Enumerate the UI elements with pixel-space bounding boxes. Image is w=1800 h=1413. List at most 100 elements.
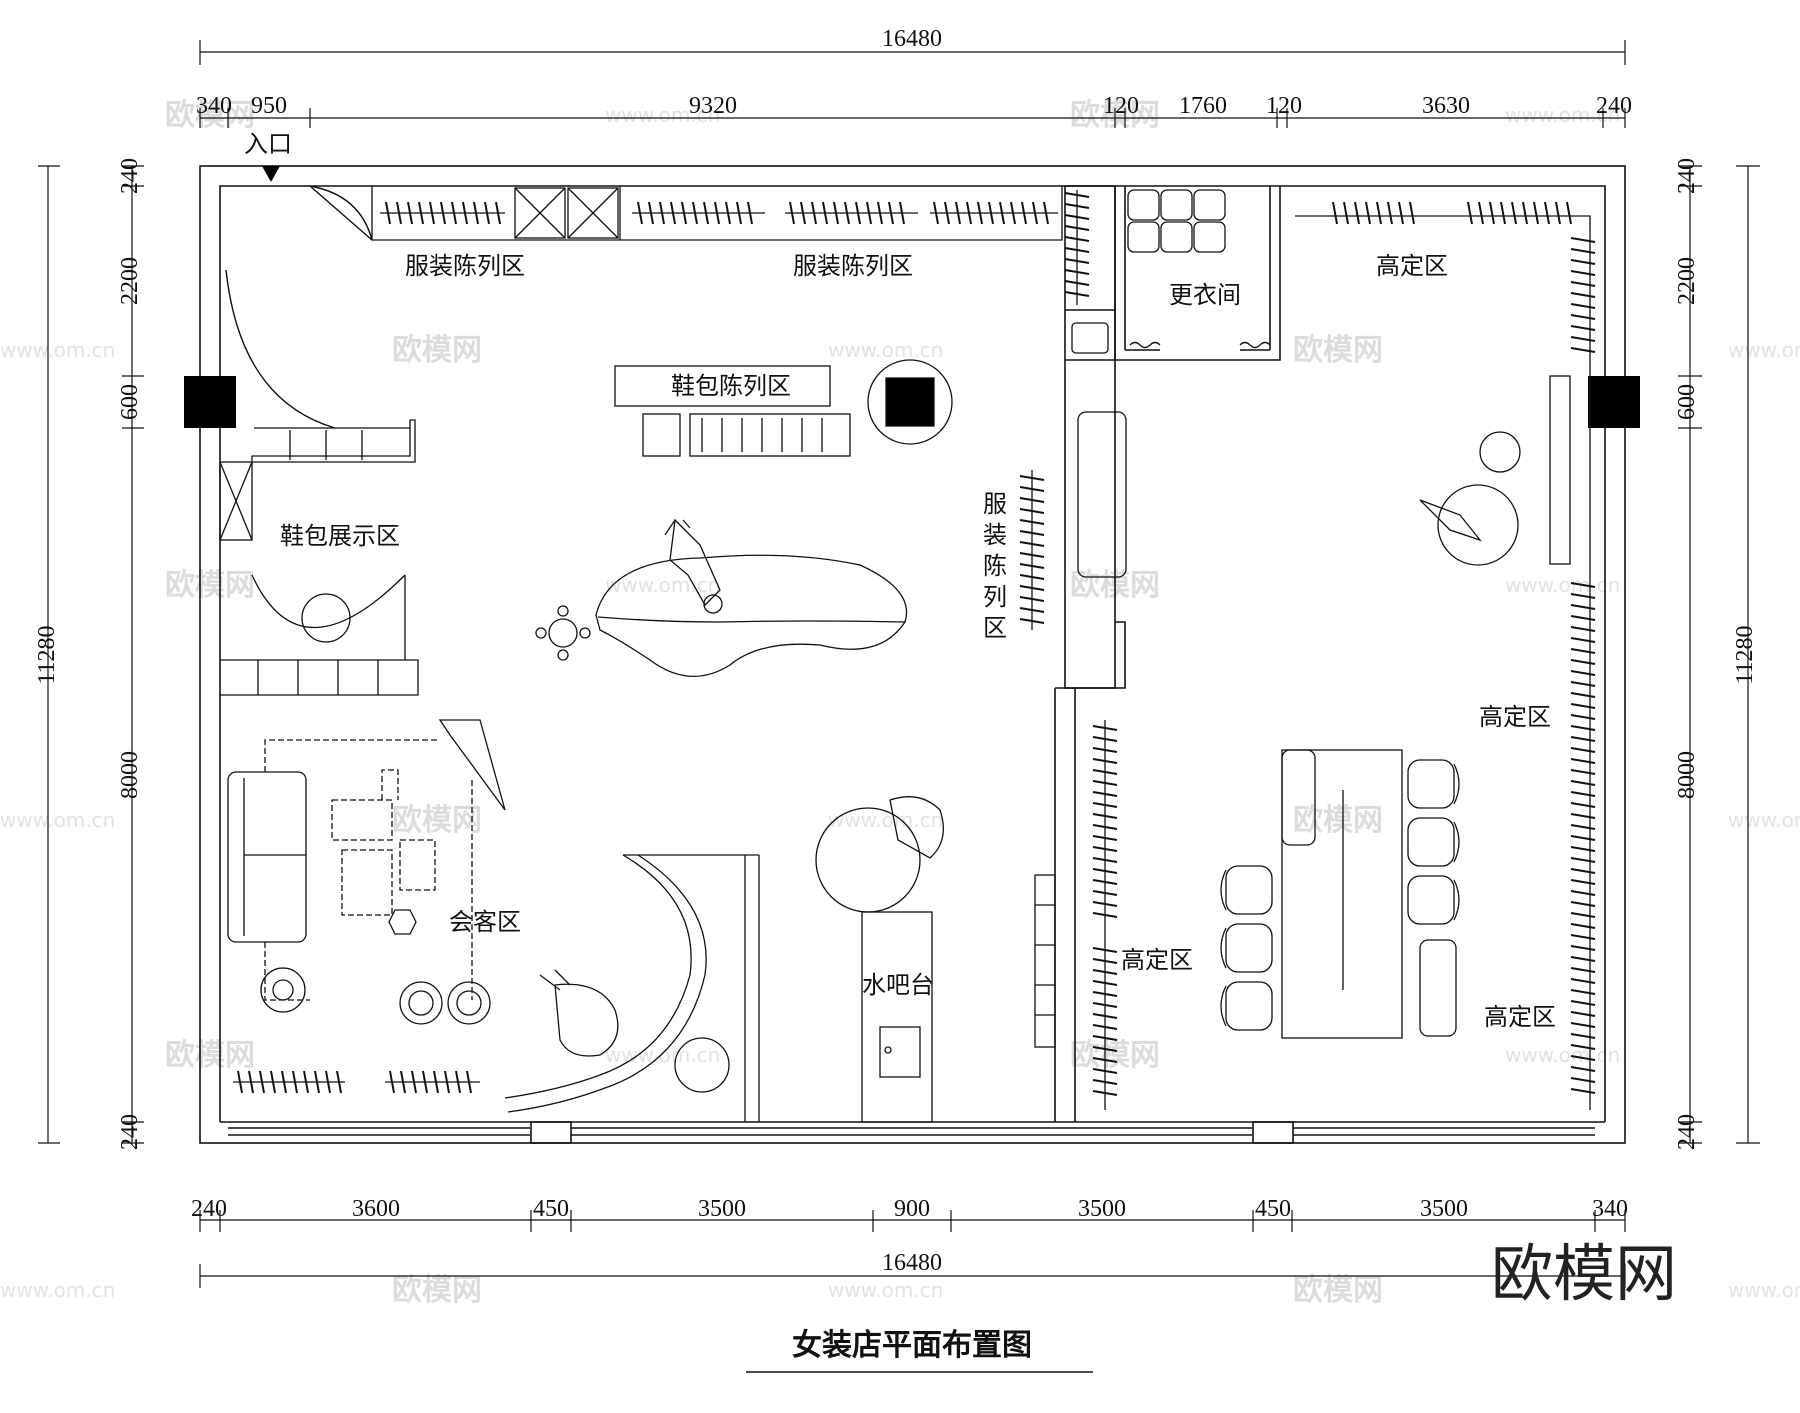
- reception-area: [227, 719, 506, 1083]
- person-figure-icon: [664, 518, 723, 614]
- hanger-mark: [822, 201, 828, 225]
- hanger-mark: [1570, 802, 1596, 808]
- hanger-mark: [1064, 203, 1090, 209]
- dim-right-2: 600: [1674, 384, 1700, 420]
- hanger-mark: [1570, 1044, 1596, 1050]
- hanger-mark: [484, 201, 490, 225]
- zone-vertical-char: 区: [983, 614, 1007, 642]
- hanger-mark: [1570, 593, 1596, 599]
- hanger-mark: [899, 201, 905, 225]
- hanger-mark: [999, 201, 1005, 225]
- chair-icon: [1225, 865, 1273, 915]
- central-display-table: [535, 554, 908, 677]
- hanger-mark: [966, 201, 972, 225]
- hanger-mark: [1570, 325, 1596, 331]
- hanger-mark: [1570, 780, 1596, 786]
- dim-left-1: 2200: [117, 257, 143, 305]
- hanger-mark: [495, 201, 501, 225]
- hanger-mark: [1064, 247, 1090, 253]
- entrance-label: 入口: [244, 130, 292, 158]
- hanger-mark: [1332, 201, 1338, 225]
- watermark-url: www.om.cn: [1728, 808, 1800, 832]
- watermark: 欧模网: [1293, 1273, 1383, 1308]
- chair-back: [1453, 821, 1460, 863]
- hanger-mark: [1570, 1055, 1596, 1061]
- columns: [184, 376, 1640, 428]
- hanger-mark: [1570, 901, 1596, 907]
- hanger-mark: [440, 201, 446, 225]
- watermark: 欧模网: [1293, 333, 1383, 368]
- dim-bottom-0: 240: [191, 1196, 227, 1222]
- watermark-url: www.om.cn: [605, 103, 720, 127]
- zone-couture-left: 高定区: [1121, 946, 1193, 974]
- hanger-mark: [977, 201, 983, 225]
- watermark: 欧模网: [165, 1038, 255, 1073]
- hanger-mark: [1566, 201, 1572, 225]
- hanger-mark: [1570, 934, 1596, 940]
- zone-vertical-char: 服: [983, 490, 1007, 518]
- hanger-mark: [1570, 714, 1596, 720]
- hanger-mark: [703, 201, 709, 225]
- zone-couture-right-mid: 高定区: [1479, 703, 1551, 731]
- hanger-mark: [1387, 201, 1393, 225]
- hanger-mark: [1570, 281, 1596, 287]
- hanger-mark: [714, 201, 720, 225]
- hanger-mark: [407, 201, 413, 225]
- zone-vertical-char: 装: [983, 521, 1007, 549]
- watermark-url: www.om.cn: [0, 1278, 115, 1302]
- hanger-mark: [396, 201, 402, 225]
- zone-clothing-display-1: 服装陈列区: [405, 252, 525, 280]
- hanger-mark: [1570, 615, 1596, 621]
- hanger-mark: [1570, 248, 1596, 254]
- drawing-title: 女装店平面布置图: [792, 1328, 1032, 1363]
- hanger-mark: [988, 201, 994, 225]
- hanger-mark: [1064, 236, 1090, 242]
- hanger-mark: [1570, 923, 1596, 929]
- watermark: 欧模网: [165, 568, 255, 603]
- hanger-mark: [1570, 912, 1596, 918]
- hanger-mark: [1064, 214, 1090, 220]
- hanger-mark: [1570, 846, 1596, 852]
- chair-icon: [1225, 923, 1273, 973]
- chair-icon: [1407, 759, 1455, 809]
- hanger-mark: [1032, 201, 1038, 225]
- dim-bottom-6: 450: [1255, 1196, 1291, 1222]
- watermark: 欧模网: [392, 803, 482, 838]
- chair-back: [1453, 763, 1460, 805]
- dim-left-3: 8000: [117, 751, 143, 799]
- hanger-mark: [1570, 1066, 1596, 1072]
- hanger-mark: [1570, 956, 1596, 962]
- dim-top-5: 120: [1266, 93, 1302, 119]
- hanger-mark: [648, 201, 654, 225]
- hanger-mark: [933, 201, 939, 225]
- dim-overall-height-right: 11280: [1732, 625, 1758, 684]
- dimension-lines: [38, 40, 1760, 1288]
- watermark-url: www.om.cn: [828, 338, 943, 362]
- watermark-url: www.om.cn: [605, 573, 720, 597]
- hanger-mark: [747, 201, 753, 225]
- dim-left-2: 600: [117, 384, 143, 420]
- hanger-mark: [681, 201, 687, 225]
- watermark: 欧模网: [1070, 1038, 1160, 1073]
- walls: [199, 165, 1626, 1144]
- watermark-url: www.om.cn: [1728, 1278, 1800, 1302]
- clothing-rack-vertical: [1031, 322, 1127, 1110]
- hanger-mark: [1570, 791, 1596, 797]
- watermark: 欧模网: [165, 98, 255, 133]
- dim-left-0: 240: [117, 158, 143, 194]
- zone-vertical-char: 陈: [983, 552, 1007, 580]
- watermark-url: www.om.cn: [0, 338, 115, 362]
- chair-back: [1220, 927, 1227, 969]
- hanger-mark: [1570, 978, 1596, 984]
- cashier-counter: [504, 854, 760, 1122]
- chair-icon: [1225, 981, 1273, 1031]
- fitting-room: [1127, 189, 1271, 349]
- hanger-mark: [1570, 648, 1596, 654]
- entrance-marker: 入口: [244, 130, 292, 182]
- hanger-mark: [670, 201, 676, 225]
- hanger-mark: [1555, 201, 1561, 225]
- hanger-mark: [1570, 736, 1596, 742]
- hanger-mark: [692, 201, 698, 225]
- dim-right-1: 2200: [1674, 257, 1700, 305]
- hanger-mark: [736, 201, 742, 225]
